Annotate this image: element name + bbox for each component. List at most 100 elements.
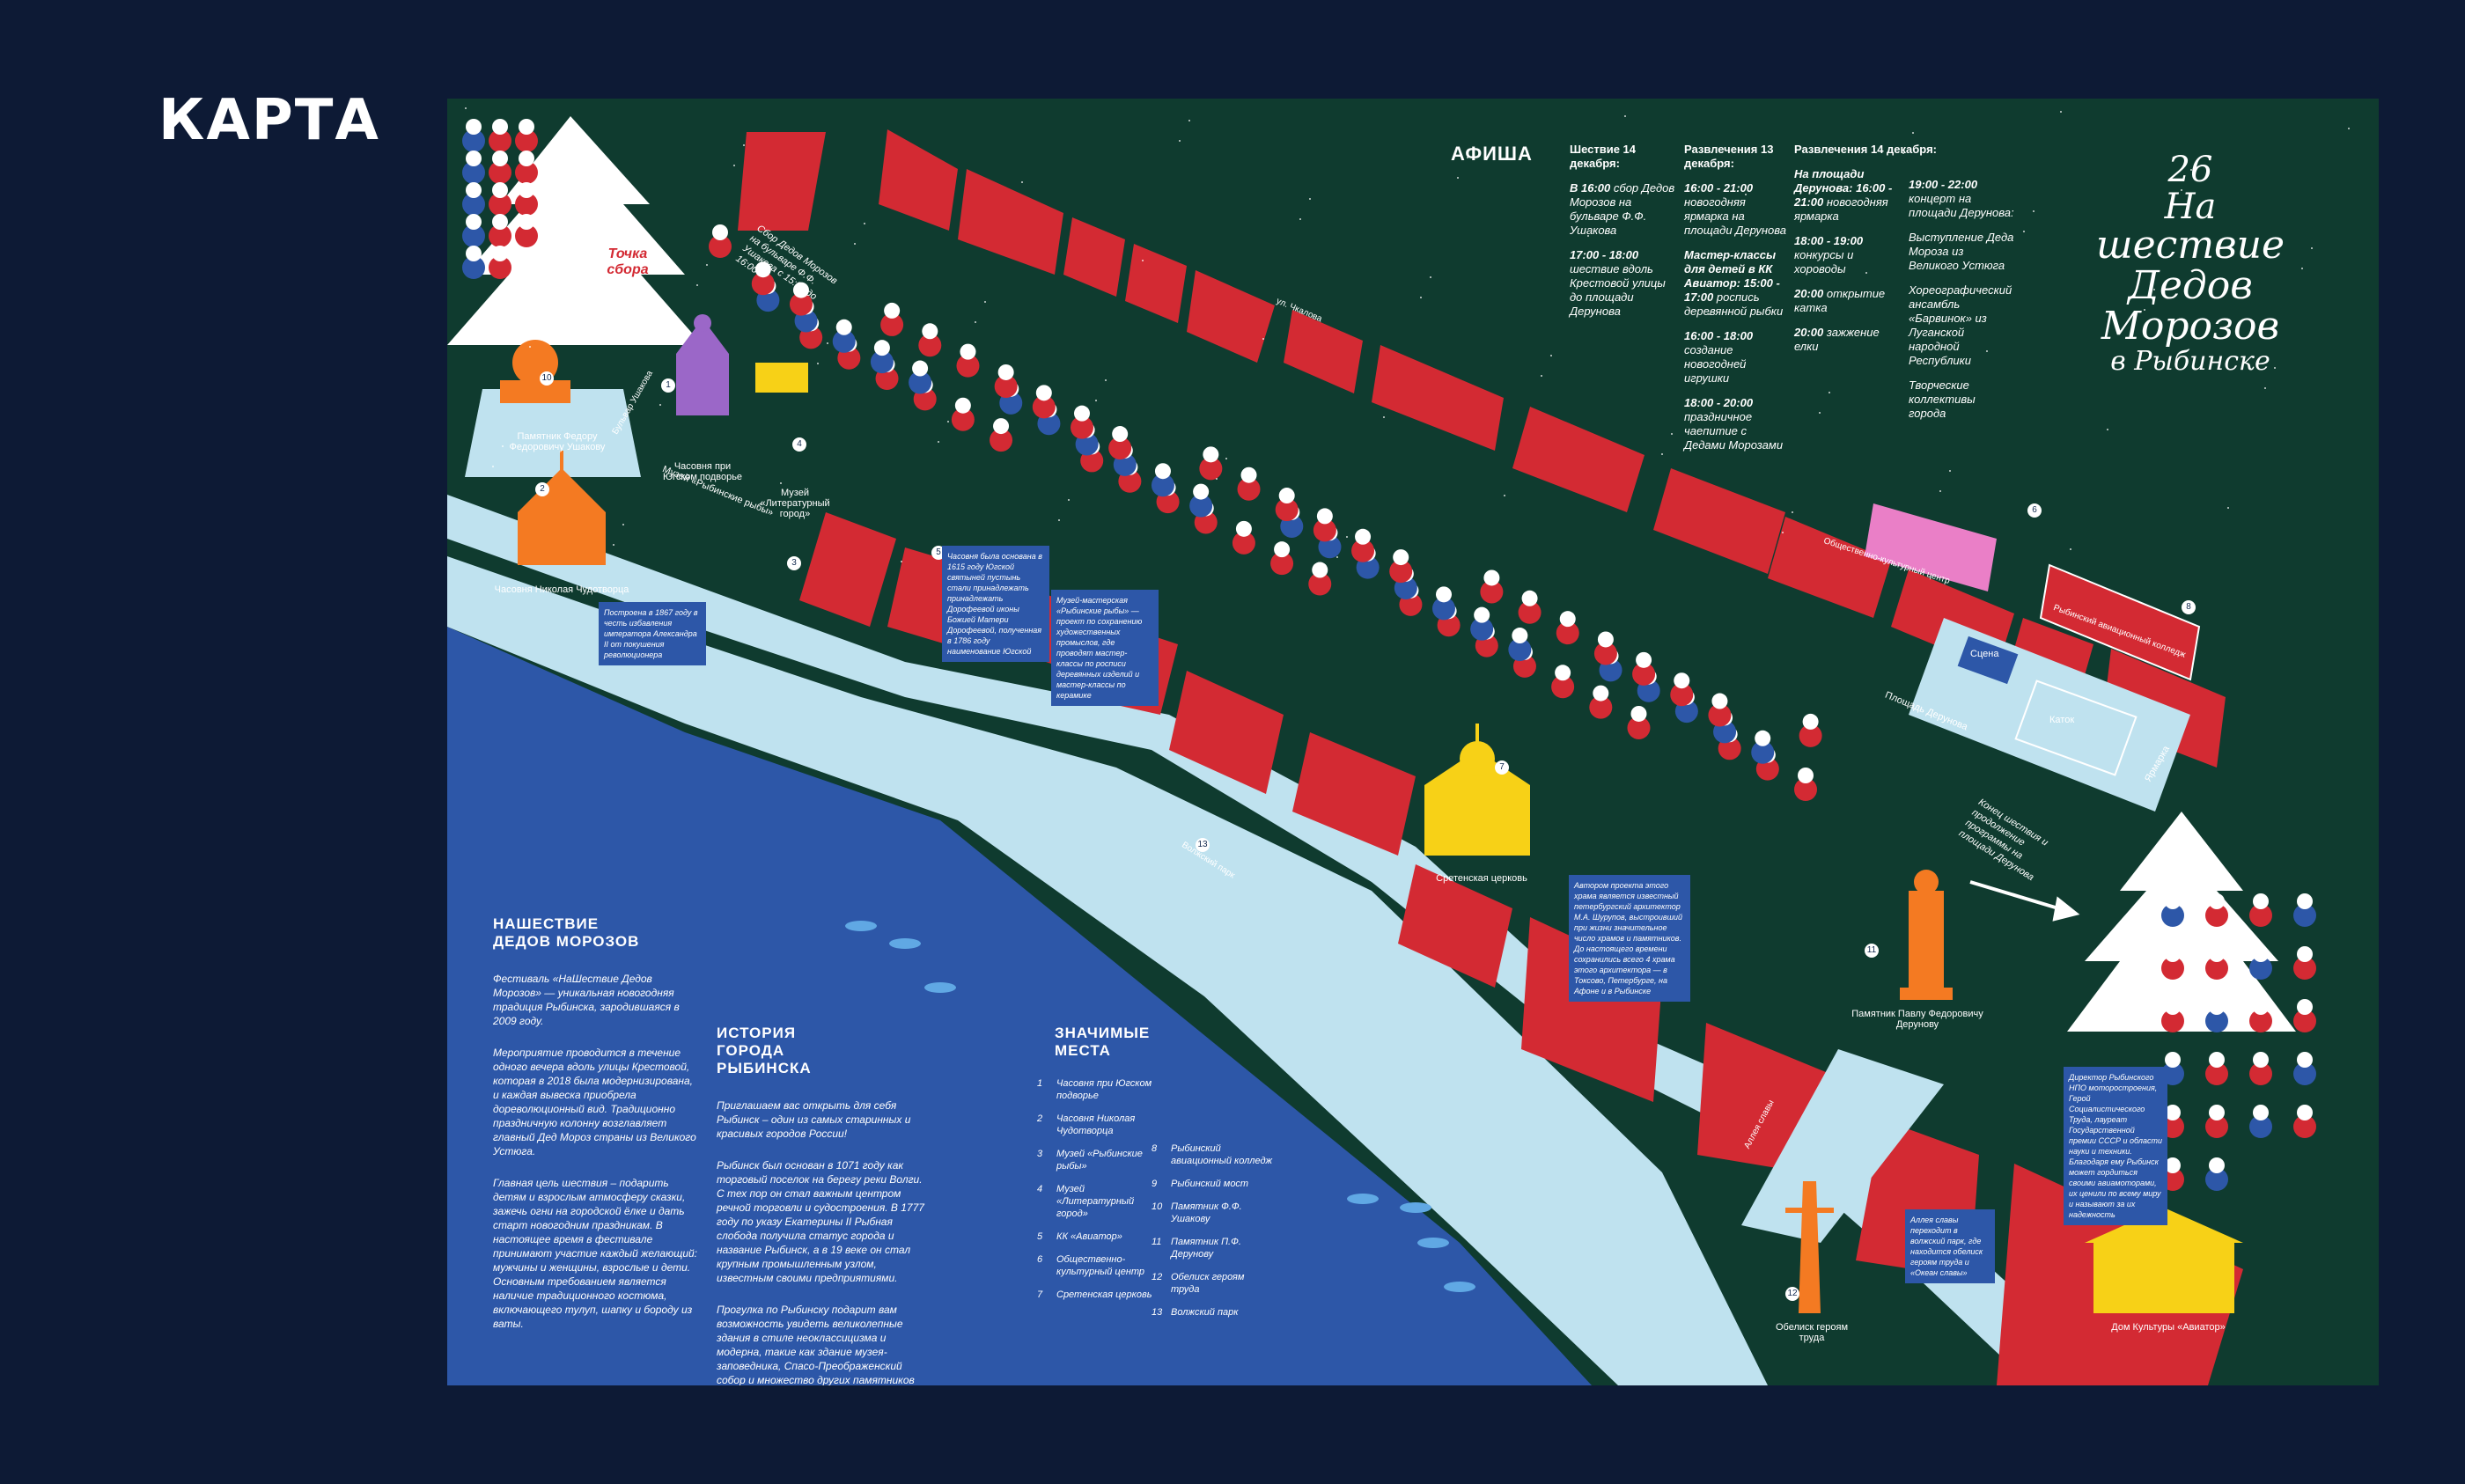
star-decor (529, 346, 531, 348)
santa-figure (462, 119, 485, 152)
santa-figure (489, 214, 511, 247)
santa-figure (515, 119, 538, 152)
star-decor (901, 561, 902, 562)
star-decor (1457, 177, 1459, 179)
star-decor (1939, 490, 1941, 492)
star-decor (585, 186, 587, 187)
star-decor (2060, 111, 2062, 113)
star-decor (827, 342, 828, 344)
star-decor (2107, 429, 2108, 430)
star-decor (1467, 157, 1468, 158)
landmark-yug-chapel: Часовня при Югском подворье (662, 461, 743, 482)
star-decor (2153, 289, 2155, 290)
star-decor (622, 524, 624, 525)
gathering-point-label: Точка сбора (607, 246, 649, 277)
santa-figure (462, 246, 485, 279)
santa-figure (2161, 893, 2184, 927)
star-decor (975, 321, 976, 323)
river-volga (447, 627, 1592, 1385)
intro-p2: Мероприятие проводится в течение одного … (493, 1047, 696, 1157)
note-yug-chapel: Часовня была основана в 1615 году Югской… (942, 546, 1049, 662)
map-canvas (447, 116, 2316, 1385)
santa-figure (489, 119, 511, 152)
santa-figure (832, 319, 856, 353)
logo-line3: Дедов (2128, 263, 2253, 308)
santa-figure (2249, 1052, 2272, 1085)
santa-figure (2293, 1105, 2316, 1138)
star-decor (492, 466, 494, 467)
star-decor (1708, 313, 1710, 315)
star-decor (1383, 416, 1385, 418)
santa-figure (2205, 946, 2228, 980)
star-decor (733, 165, 735, 166)
places-heading: ЗНАЧИМЫЕ МЕСТА (1055, 1025, 1151, 1059)
star-decor (1792, 511, 1793, 513)
star-decor (1216, 478, 1218, 480)
star-decor (2070, 548, 2071, 550)
santa-figure (1308, 562, 1332, 596)
santa-figure (1551, 665, 1575, 699)
afisha-col-dec13: Развлечения 13 декабря: 16:00 - 21:00 но… (1684, 143, 1786, 452)
santa-figure (751, 261, 775, 296)
history-p2: Рыбинск был основан в 1071 году как торг… (717, 1159, 924, 1284)
santa-figure (2205, 1105, 2228, 1138)
santa-figure (880, 302, 904, 336)
star-decor (1420, 297, 1422, 298)
star-decor (2023, 231, 2025, 232)
star-decor (1698, 334, 1700, 335)
santa-figure (1199, 446, 1223, 481)
star-decor (1504, 495, 1505, 496)
logo-line2: шествие (2095, 223, 2285, 268)
star-decor (1225, 458, 1227, 459)
santa-figure (1389, 549, 1413, 584)
nikolay-chapel (518, 451, 606, 565)
star-decor (1021, 181, 1023, 183)
star-decor (2181, 189, 2182, 191)
santa-figure (515, 151, 538, 184)
afisha-heading: АФИША (1451, 143, 1533, 165)
afisha-col-dec14: Развлечения 14 декабря: На площади Дерун… (1794, 143, 1937, 353)
fish-decor (845, 921, 1475, 1292)
star-decor (1912, 132, 1914, 134)
marker-4: 4 (792, 437, 806, 452)
star-decor (1865, 272, 1867, 274)
santa-figure (2161, 946, 2184, 980)
santa-figure (1232, 520, 1255, 555)
santa-figure (2249, 1105, 2272, 1138)
marker-12: 12 (1785, 1287, 1799, 1301)
santa-figure (1593, 631, 1617, 665)
santa-figure (1627, 705, 1651, 739)
santa-figure (2293, 999, 2316, 1032)
culture-center-building (1865, 503, 1997, 591)
festival-logo: 26 На шествие Дедов Морозов в Рыбинске (2049, 151, 2331, 377)
note-nikolay-chapel: Построена в 1867 году в честь избавления… (599, 602, 706, 665)
santa-figure (489, 246, 511, 279)
star-decor (1550, 355, 1552, 356)
star-decor (2190, 169, 2192, 171)
star-decor (613, 544, 614, 546)
marker-6: 6 (2027, 503, 2042, 518)
star-decor (780, 482, 782, 484)
star-decor (659, 404, 661, 406)
santa-parade-crowd (462, 119, 2316, 1191)
history-p3: Прогулка по Рыбинску подарит вам возможн… (717, 1304, 915, 1385)
santa-figure (1508, 628, 1532, 662)
star-decor (1336, 556, 1338, 558)
road-krestovaya (447, 495, 2120, 1385)
star-decor (696, 284, 698, 286)
star-decor (2274, 367, 2276, 369)
santa-figure (870, 340, 894, 374)
logo-line5: в Рыбинске (2110, 346, 2270, 377)
history-section: ИСТОРИЯ ГОРОДА РЫБИНСКА Приглашаем вас о… (717, 1025, 924, 1385)
star-decor (2033, 210, 2035, 212)
santa-figure (2249, 893, 2272, 927)
rink-shape (2014, 680, 2138, 776)
history-heading: ИСТОРИЯ ГОРОДА РЫБИНСКА (717, 1025, 812, 1076)
